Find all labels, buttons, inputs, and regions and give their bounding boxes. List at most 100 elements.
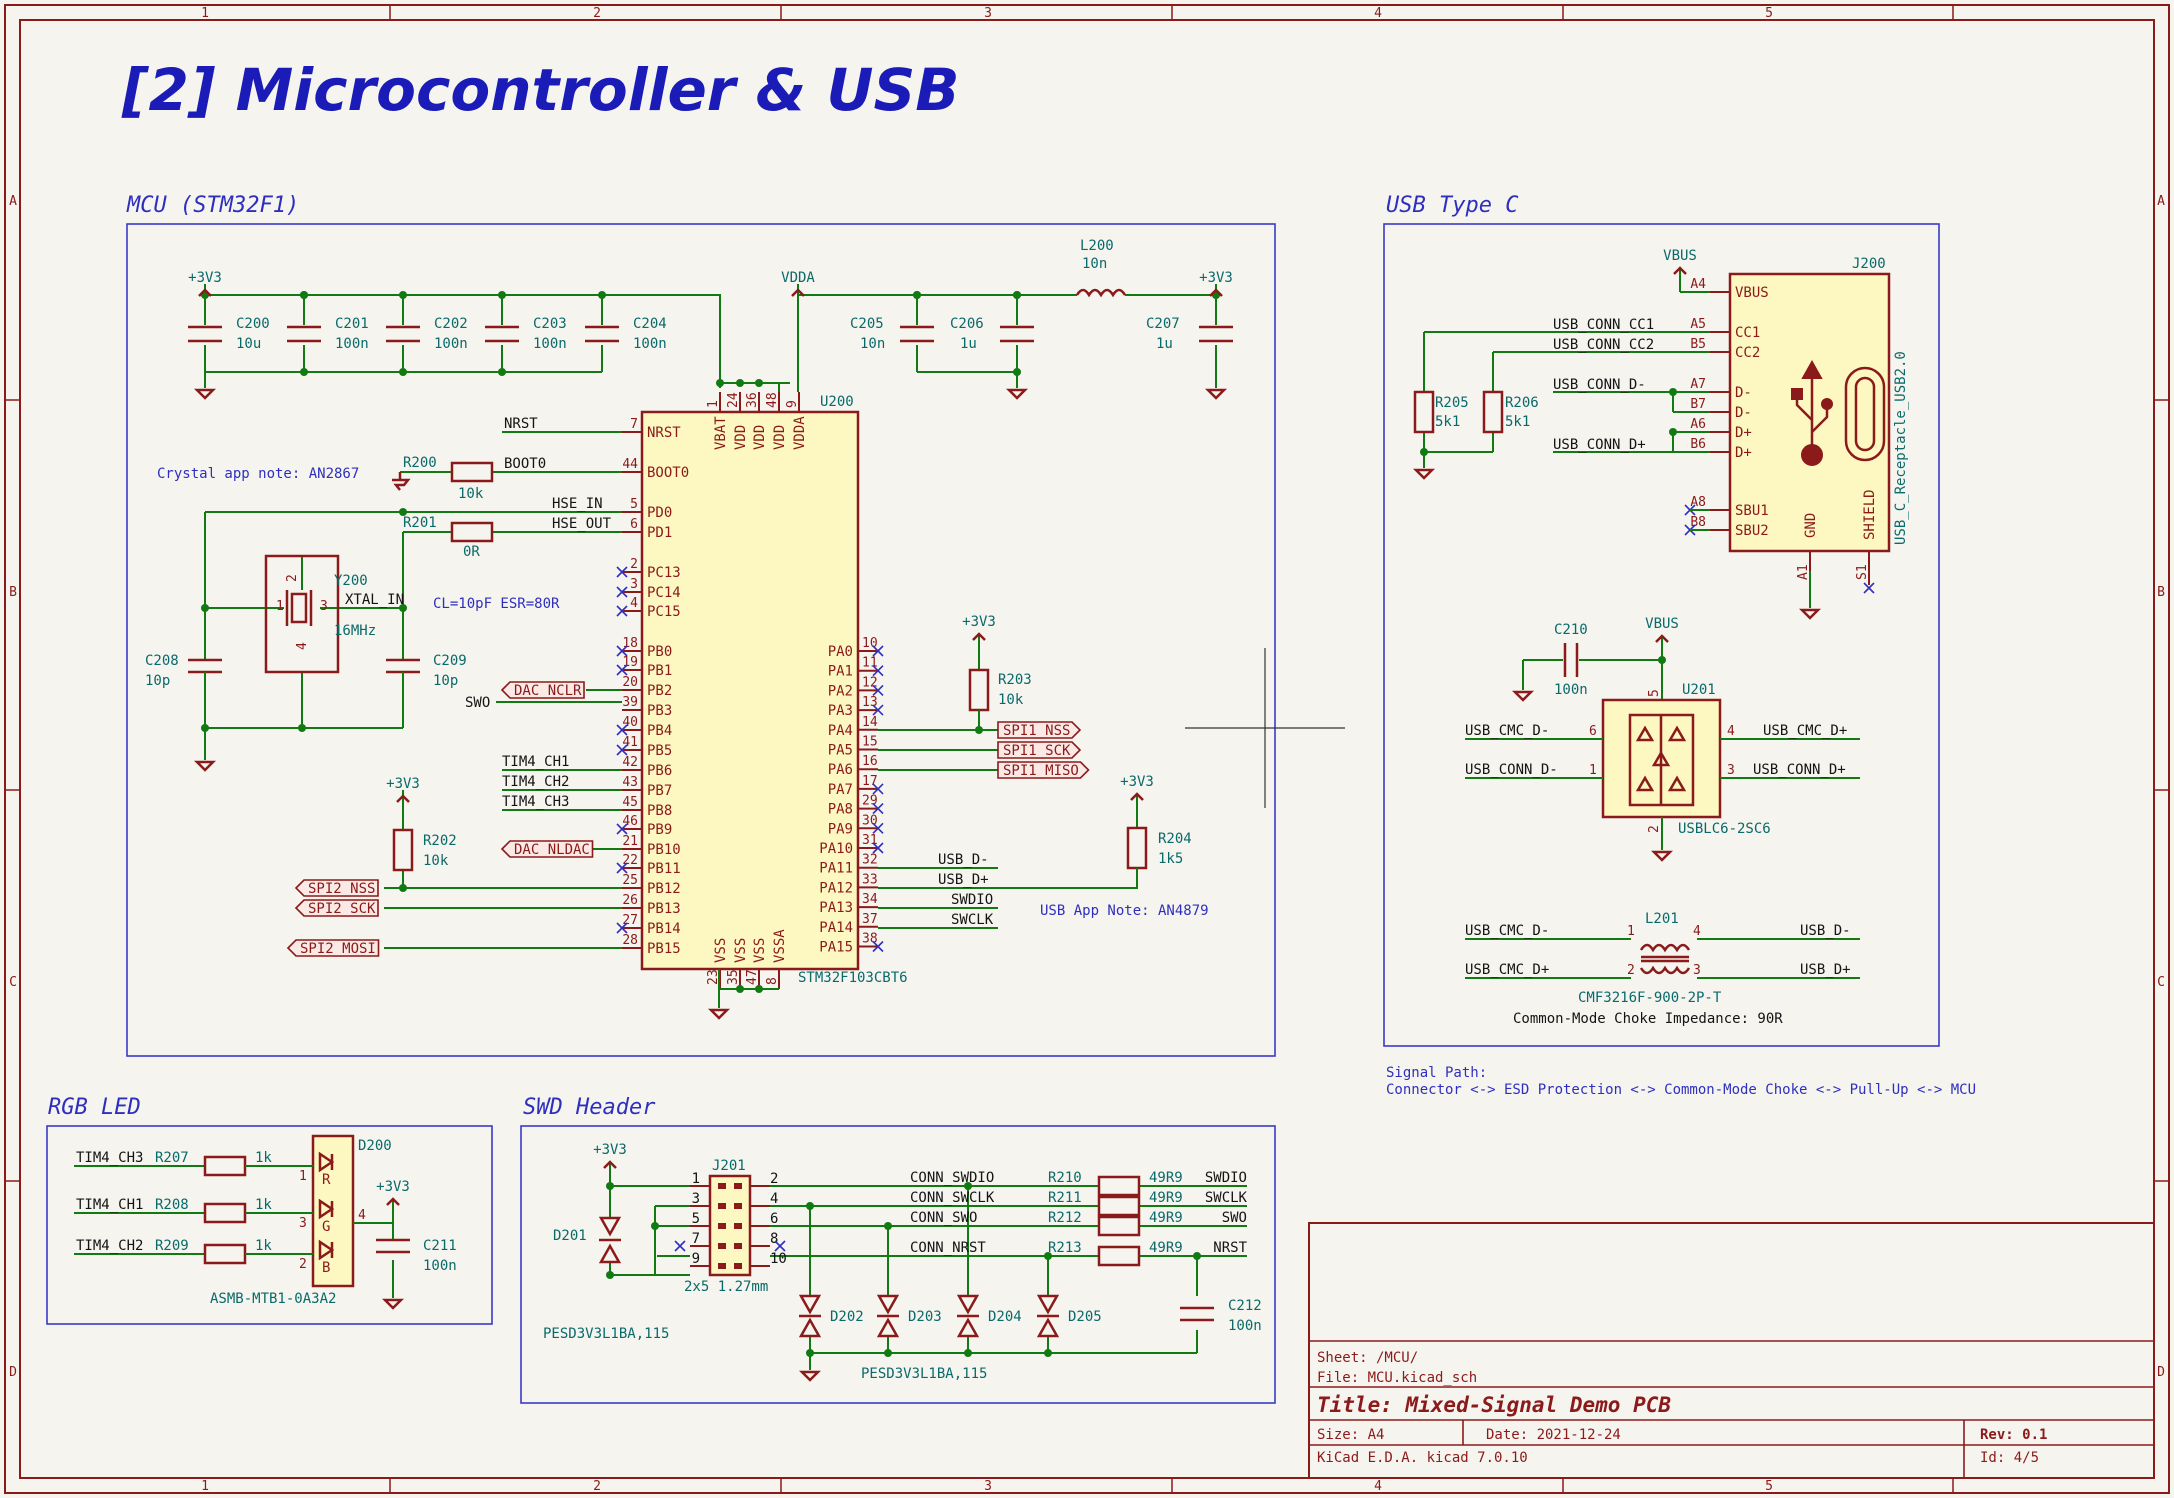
svg-text:Sheet: /MCU/: Sheet: /MCU/ [1317,1350,1418,1366]
r205-resistor: R205 5k1 [1413,390,1469,434]
junction-dot [964,1349,972,1357]
pin-name: PA4 [828,723,853,739]
tvs-triangle [598,1243,622,1264]
header-pin-pad [734,1183,742,1189]
power-arrow [972,632,986,641]
tvs-triangle [956,1317,980,1338]
svg-text:D200: D200 [358,1138,392,1154]
pin-number: 35 [726,969,741,985]
no-connect-mark [616,922,628,934]
ground-symbol [1204,388,1228,400]
pin-name: PA8 [828,802,853,818]
pin-number: 4 [770,1191,778,1207]
power-arrow [1673,266,1687,275]
ground-symbol [1412,468,1436,480]
col-label: 2 [593,6,601,21]
swd-net-label: CONN_SWCLK [910,1190,995,1206]
pin-name: PA15 [819,940,853,956]
svg-text:10k: 10k [423,853,449,869]
capacitor-value: 100n [533,336,567,352]
pin-name: D- [1735,385,1752,401]
capacitor-value: 10u [236,336,261,352]
svg-text:2x5 1.27mm: 2x5 1.27mm [684,1279,768,1295]
pin-name: VSS [713,938,729,963]
tvs-triangle [1036,1317,1060,1338]
svg-text:PESD3V3L1BA,115: PESD3V3L1BA,115 [861,1366,987,1382]
mcu-pins: 7NRST44BOOT05PD06PD12PC133PC144PC1518PB0… [616,379,884,993]
resistor-ref: R209 [155,1238,189,1254]
pin-name: VDDA [792,416,808,450]
pin-number: 2 [299,1257,307,1272]
pin-number: S1 [1855,564,1870,580]
no-connect-mark [872,783,884,795]
resistor-body [203,1243,247,1265]
power-arrow [386,1197,400,1206]
svg-text:10k: 10k [998,692,1024,708]
svg-text:CMF3216F-900-2P-T: CMF3216F-900-2P-T [1578,990,1722,1006]
svg-text:R200: R200 [403,455,437,471]
pin-number: 48 [765,392,780,408]
junction-dot [201,724,209,732]
pin-number: 34 [862,892,878,907]
swd-section-box [520,1125,1276,1404]
col-label: 5 [1765,1479,1773,1494]
pin-number: 9 [785,400,800,408]
no-connect-mark [616,823,628,835]
svg-text:3: 3 [1693,963,1701,978]
pin-name: PA2 [828,683,853,699]
pin-name: CC1 [1735,325,1760,341]
global-label-shape [997,741,1082,759]
pin-name: PA10 [819,841,853,857]
global-label-shape [294,899,379,917]
usb-section-box [1383,223,1940,1047]
svg-text:L201: L201 [1645,911,1679,927]
svg-text:USB_D+: USB_D+ [1800,962,1851,978]
pin-number: A7 [1690,377,1706,392]
pin-name: PB13 [647,901,681,917]
global-label-shape [294,879,379,897]
capacitor-ref: C201 [335,316,369,332]
pin-number: 6 [630,517,638,532]
drawing-border: 1 2 3 4 5 1 2 3 4 5 A B C D A B C D [4,4,2170,1494]
global-label-shape [997,761,1090,779]
svg-text:USB_CONN_D-: USB_CONN_D- [1553,377,1646,393]
pin-name: PB9 [647,822,672,838]
col-label: 5 [1765,6,1773,21]
global-label: SPI1_SCK [1003,743,1071,759]
global-label: SPI2_MOSI [300,941,376,957]
svg-text:1: 1 [1627,924,1635,939]
pin-name: D- [1735,405,1752,421]
header-pin-pad [718,1203,726,1209]
pin-name: PB3 [647,703,672,719]
col-label: 2 [593,1479,601,1494]
power-label: +3V3 [188,270,222,286]
resistor-body [1097,1215,1141,1237]
pin-number: 23 [706,969,721,985]
junction-dot [806,1202,814,1210]
capacitor-value: 100n [633,336,667,352]
diode-ref: D203 [908,1309,942,1325]
header-pin-pad [734,1223,742,1229]
u201-esd: U201 USBLC6-2SC6 6 1 4 3 5 2 USB_CMC_D- … [1465,682,1860,850]
no-connect-mark [674,1240,686,1252]
svg-text:USB App Note: AN4879: USB App Note: AN4879 [1040,903,1209,919]
r203-resistor: R203 10k [878,638,1032,731]
junction-dot [1044,1349,1052,1357]
pin-name: PB15 [647,941,681,957]
junction-dot [1193,1252,1201,1260]
svg-text:USB_CMC_D+: USB_CMC_D+ [1763,723,1847,739]
swd-out-label: NRST [1213,1240,1247,1256]
row-label: C [2157,975,2165,990]
pin-number: 6 [770,1211,778,1227]
svg-text:3: 3 [1727,763,1735,778]
swd-section-title: SWD Header [523,1095,656,1120]
pin-number: A1 [1796,564,1811,580]
pin-number: 14 [862,715,878,730]
no-connect-mark [616,724,628,736]
junction-dot [964,1182,972,1190]
pin-number: 33 [862,872,878,887]
svg-text:Date: 2021-12-24: Date: 2021-12-24 [1486,1427,1621,1443]
resistor-value: 1k [255,1150,272,1166]
power-label: +3V3 [1199,270,1233,286]
pin-name: VDD [733,425,749,450]
